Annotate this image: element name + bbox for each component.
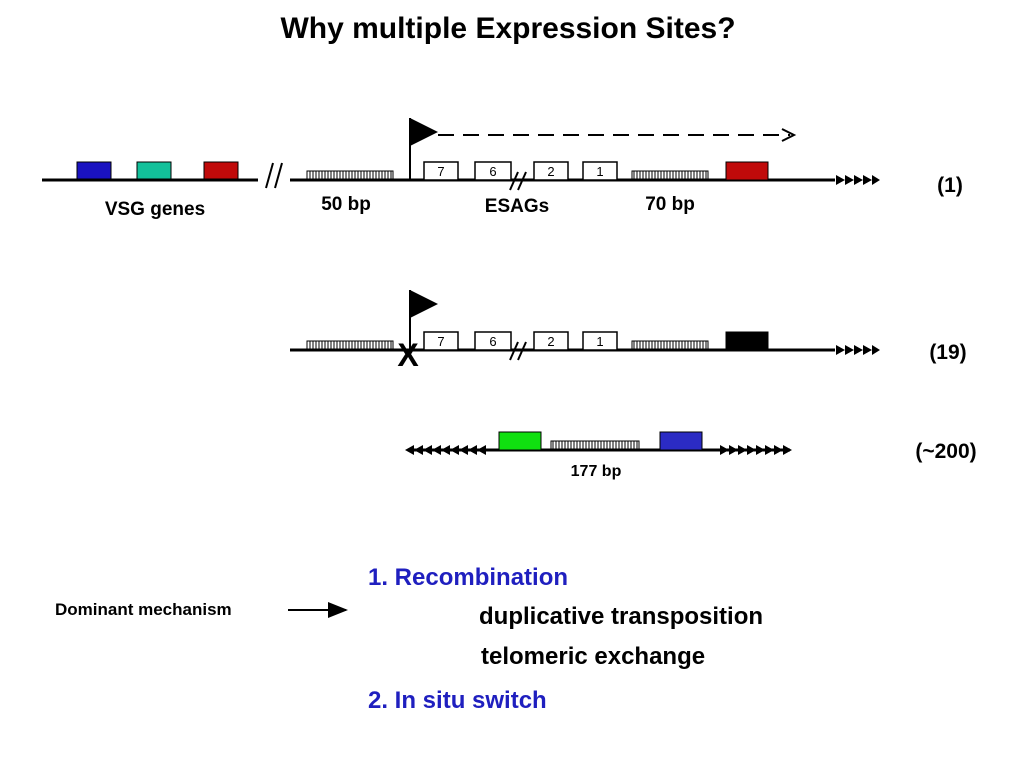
esag-label-2: 2 [547, 334, 554, 349]
vsg-genes-label: VSG genes [105, 199, 205, 220]
row1-expression-site: VSG genes 50 bp 7 6 2 1 ESAGs 70 bp [42, 118, 963, 220]
break-mark [265, 162, 274, 189]
esag-box-7 [423, 331, 459, 351]
esag-box-2 [533, 331, 569, 351]
promoter-flag-icon-2 [410, 290, 438, 318]
vsg-gene-box-2 [136, 161, 172, 180]
esag-box-6 [474, 331, 512, 351]
esag-box-1 [582, 161, 618, 181]
telomere-repeats-1 [836, 175, 880, 185]
esag-box-6 [474, 161, 512, 181]
count-label-1: (1) [937, 174, 963, 197]
bp177-label: 177 bp [571, 463, 622, 480]
row2-expression-site: X 7 6 2 1 (19) [290, 290, 967, 373]
mechanism-1a: duplicative transposition [479, 603, 763, 630]
esag-label-6: 6 [489, 164, 496, 179]
dominant-mechanism-label: Dominant mechanism [55, 600, 232, 619]
mini-vsg-box-right [659, 431, 703, 451]
bp70-label: 70 bp [645, 194, 695, 215]
esag-label-7: 7 [437, 164, 444, 179]
promoter-flag-icon-1 [410, 118, 438, 146]
esag-label-6: 6 [489, 334, 496, 349]
esag-label-2: 2 [547, 164, 554, 179]
esag-label-1: 1 [596, 334, 603, 349]
repeat-177bp [550, 440, 640, 450]
vsg-gene-box-1 [76, 161, 112, 180]
mechanism-1b: telomeric exchange [481, 643, 705, 670]
repeat-70bp-2 [631, 340, 709, 350]
row3-minichromosome: 177 bp (~200) [405, 431, 977, 480]
page-title: Why multiple Expression Sites? [280, 12, 735, 45]
repeat-50bp-2 [306, 340, 394, 350]
telomere-repeats-2 [836, 345, 880, 355]
bp50-label: 50 bp [321, 194, 371, 215]
esag-box-1 [582, 331, 618, 351]
esag-box-2 [533, 161, 569, 181]
repeat-70bp-1 [631, 170, 709, 180]
esag-label-7: 7 [437, 334, 444, 349]
inactive-x-mark: X [397, 337, 419, 373]
count-label-3: (~200) [915, 440, 976, 463]
vsg-gene-box-3 [203, 161, 239, 180]
telomere-repeats-right [720, 445, 792, 455]
mini-vsg-box-left [498, 431, 542, 451]
mechanism-1-title: 1. Recombination [368, 564, 568, 591]
esag-box-7 [423, 161, 459, 181]
mechanism-2-title: 2. In situ switch [368, 687, 547, 714]
count-label-2: (19) [929, 341, 966, 364]
telomere-repeats-left [405, 445, 486, 455]
esag-label-1: 1 [596, 164, 603, 179]
mechanisms: Dominant mechanism 1. Recombination dupl… [55, 564, 763, 714]
repeat-50bp-1 [306, 170, 394, 180]
esags-label: ESAGs [485, 196, 549, 217]
silent-vsg-box [725, 331, 769, 351]
expressed-vsg-box [725, 161, 769, 181]
